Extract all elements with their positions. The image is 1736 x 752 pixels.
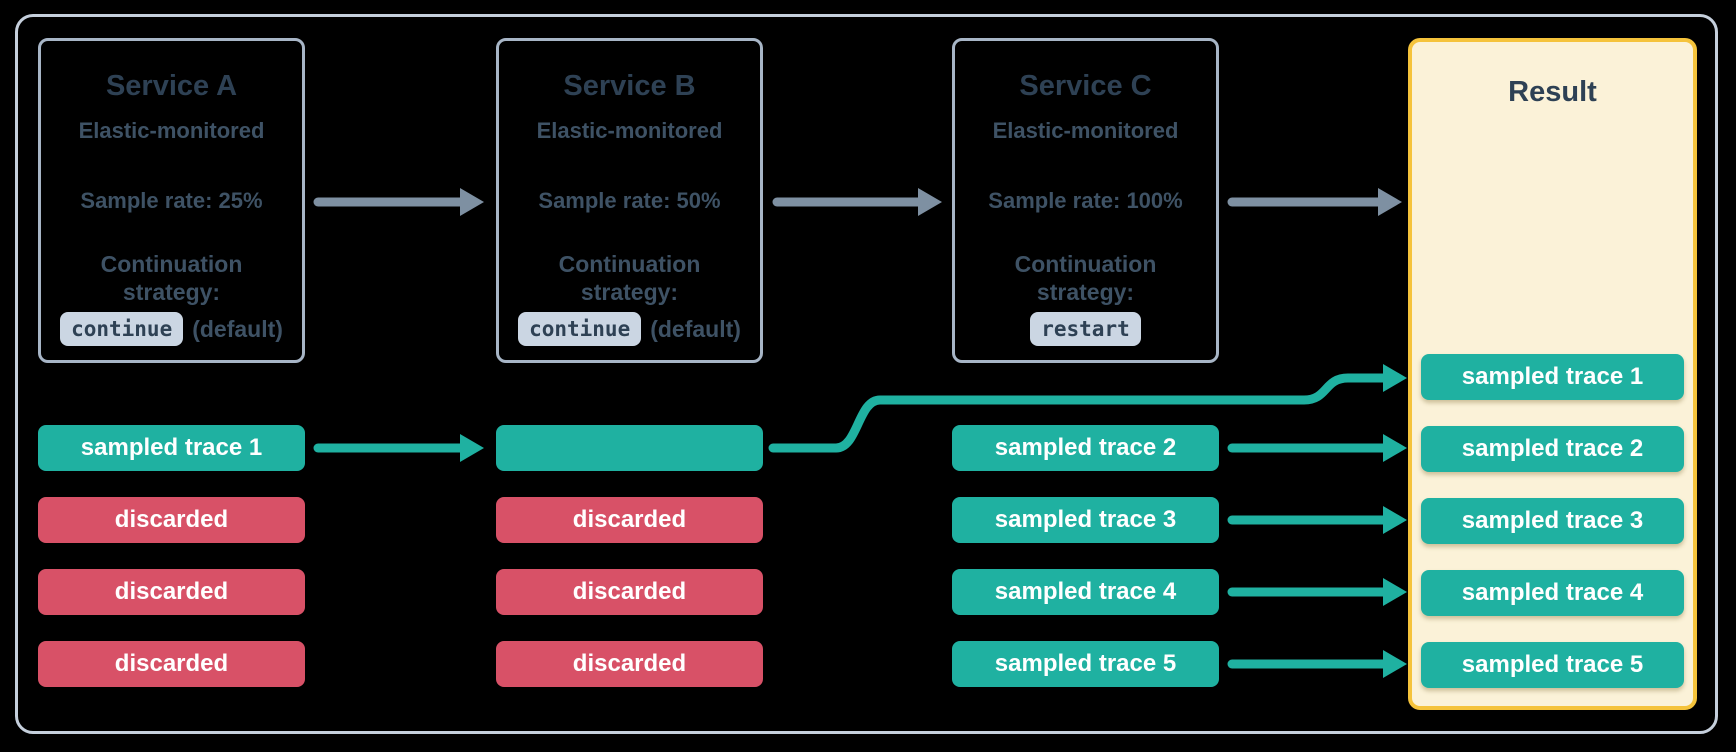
- trace-chip-discarded: discarded: [496, 497, 763, 543]
- service-a-box: Service A Elastic-monitored Sample rate:…: [38, 38, 305, 363]
- trace-chip-sampled: sampled trace 3: [952, 497, 1219, 543]
- strategy-default-note: (default): [650, 315, 741, 342]
- result-chip-column: sampled trace 1 sampled trace 2 sampled …: [1421, 354, 1684, 688]
- continuation-label-line2: strategy:: [122, 279, 221, 305]
- service-name: Service A: [105, 70, 238, 102]
- trace-chip-sampled: sampled trace 5: [952, 641, 1219, 687]
- trace-chip-sampled: sampled trace 4: [952, 569, 1219, 615]
- strategy-code-chip: continue: [518, 312, 642, 346]
- service-c-box: Service C Elastic-monitored Sample rate:…: [952, 38, 1219, 363]
- strategy-code-chip: continue: [60, 312, 184, 346]
- continuation-label-line2: strategy:: [1036, 279, 1135, 305]
- trace-column-service-b: discarded discarded discarded: [496, 425, 763, 687]
- result-title: Result: [1508, 76, 1597, 108]
- strategy-default-note: (default): [192, 315, 283, 342]
- service-monitor-label: Elastic-monitored: [78, 118, 265, 143]
- service-sample-rate: Sample rate: 25%: [80, 188, 263, 213]
- result-chip: sampled trace 3: [1421, 498, 1684, 544]
- service-sample-rate: Sample rate: 50%: [538, 188, 721, 213]
- trace-chip-sampled: sampled trace 1: [38, 425, 305, 471]
- trace-chip-discarded: discarded: [38, 497, 305, 543]
- trace-column-service-a: sampled trace 1 discarded discarded disc…: [38, 425, 305, 687]
- strategy-row: continue (default): [60, 312, 283, 346]
- trace-chip-discarded: discarded: [38, 641, 305, 687]
- result-chip: sampled trace 2: [1421, 426, 1684, 472]
- result-chip: sampled trace 1: [1421, 354, 1684, 400]
- continuation-label-line1: Continuation: [558, 251, 701, 277]
- continuation-label-line2: strategy:: [580, 279, 679, 305]
- service-name: Service B: [563, 70, 696, 102]
- service-name: Service C: [1019, 70, 1152, 102]
- result-chip: sampled trace 5: [1421, 642, 1684, 688]
- strategy-row: continue (default): [518, 312, 741, 346]
- strategy-code-chip: restart: [1030, 312, 1141, 346]
- trace-chip-sampled-unlabeled: [496, 425, 763, 471]
- trace-chip-discarded: discarded: [38, 569, 305, 615]
- result-chip: sampled trace 4: [1421, 570, 1684, 616]
- trace-column-service-c: sampled trace 2 sampled trace 3 sampled …: [952, 425, 1219, 687]
- service-b-box: Service B Elastic-monitored Sample rate:…: [496, 38, 763, 363]
- diagram-outer-frame: [15, 14, 1718, 734]
- continuation-label-line1: Continuation: [1014, 251, 1157, 277]
- service-sample-rate: Sample rate: 100%: [988, 188, 1183, 213]
- service-monitor-label: Elastic-monitored: [992, 118, 1179, 143]
- strategy-row: restart: [1030, 312, 1141, 346]
- trace-chip-discarded: discarded: [496, 569, 763, 615]
- trace-chip-discarded: discarded: [496, 641, 763, 687]
- continuation-label-line1: Continuation: [100, 251, 243, 277]
- trace-chip-sampled: sampled trace 2: [952, 425, 1219, 471]
- service-monitor-label: Elastic-monitored: [536, 118, 723, 143]
